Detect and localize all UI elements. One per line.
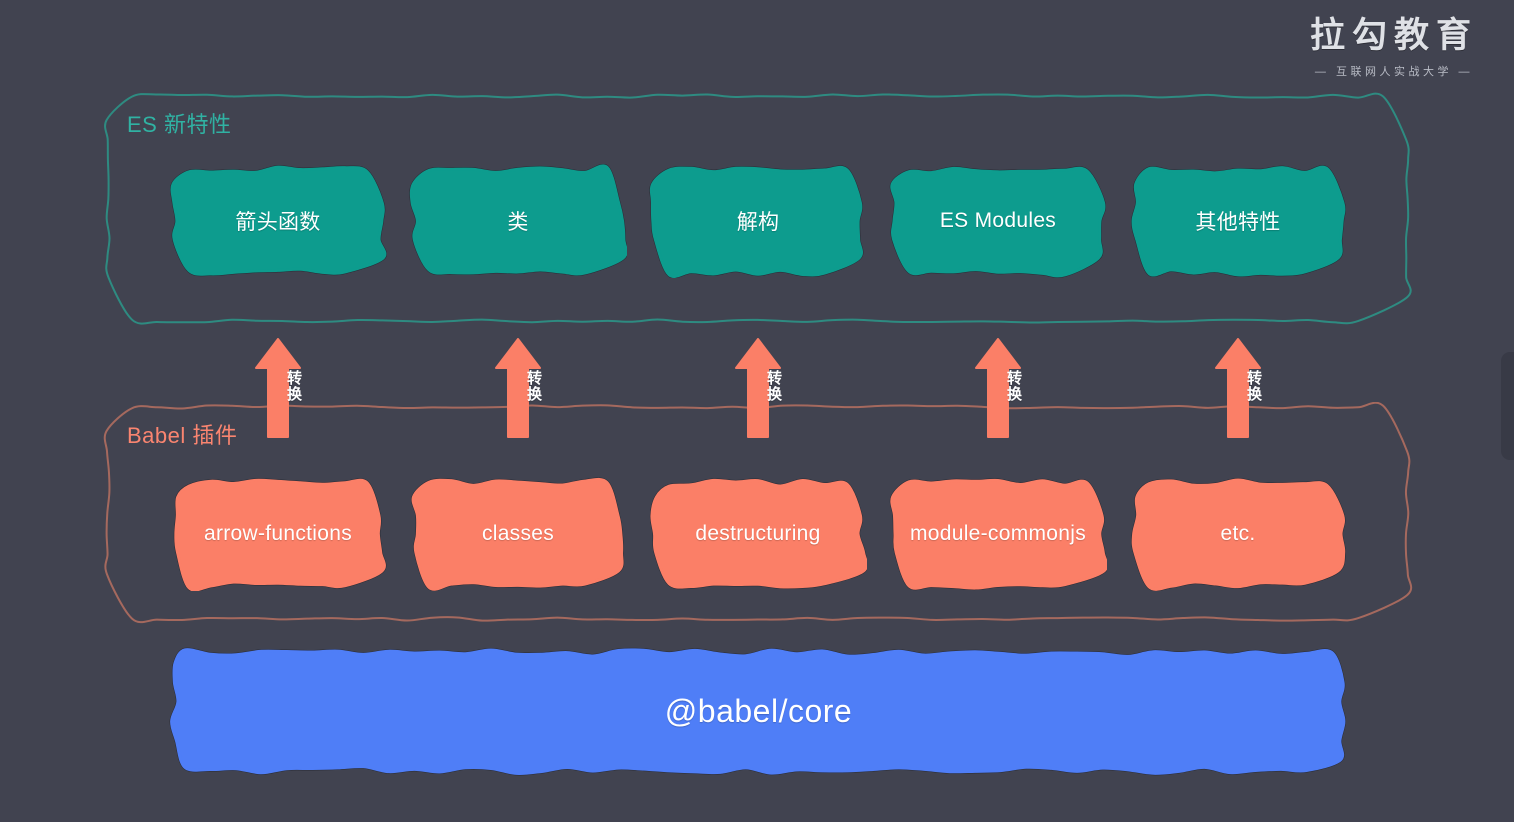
plugin-box-module-commonjs[interactable]: module-commonjs: [889, 478, 1107, 591]
es-box-destructuring[interactable]: 解构: [649, 165, 864, 278]
plugin-box-destructuring[interactable]: destructuring: [649, 478, 867, 590]
transform-arrow-icon: 转换: [975, 338, 1022, 438]
es-box-arrow-functions[interactable]: 箭头函数: [170, 165, 387, 277]
brand-name: 拉勾教育: [1309, 16, 1478, 55]
es-box-modules[interactable]: ES Modules: [889, 166, 1106, 278]
plugin-box-label: classes: [481, 522, 555, 545]
plugin-box-etc[interactable]: etc.: [1131, 477, 1346, 591]
transform-arrow-icon: 转换: [1215, 338, 1262, 438]
edge-panel: [1501, 352, 1514, 460]
es-box-label: 其他特性: [1195, 211, 1281, 234]
plugin-box-classes[interactable]: classes: [411, 477, 625, 591]
babel-core-label: @babel/core: [664, 693, 853, 729]
es-box-other[interactable]: 其他特性: [1131, 165, 1346, 278]
transform-arrow-label: 转换: [1005, 370, 1022, 402]
transform-arrow-label: 转换: [1245, 370, 1262, 402]
group-babel-label: Babel 插件: [127, 423, 238, 448]
transform-arrow-label: 转换: [525, 370, 542, 402]
plugin-box-label: module-commonjs: [909, 522, 1087, 545]
es-box-label: 箭头函数: [235, 211, 321, 234]
transform-arrow-label: 转换: [765, 370, 782, 402]
group-es-label: ES 新特性: [127, 112, 232, 137]
es-box-classes[interactable]: 类: [409, 164, 627, 277]
transform-arrow-icon: 转换: [255, 338, 302, 438]
transform-arrow-icon: 转换: [495, 338, 542, 438]
plugin-box-label: etc.: [1220, 522, 1256, 545]
babel-core-bar[interactable]: @babel/core: [169, 647, 1346, 776]
transform-arrow-label: 转换: [285, 370, 302, 402]
plugin-box-label: arrow-functions: [203, 522, 353, 545]
brand-logo: 拉勾教育 — 互联网人实战大学 —: [1310, 16, 1478, 79]
es-box-label: 解构: [736, 211, 780, 234]
plugin-box-arrow-functions[interactable]: arrow-functions: [173, 478, 387, 591]
plugin-box-label: destructuring: [695, 522, 821, 545]
brand-tagline: — 互联网人实战大学 —: [1314, 66, 1474, 79]
es-box-label: 类: [507, 211, 529, 234]
transform-arrow-icon: 转换: [735, 338, 782, 438]
es-box-label: ES Modules: [939, 209, 1057, 232]
